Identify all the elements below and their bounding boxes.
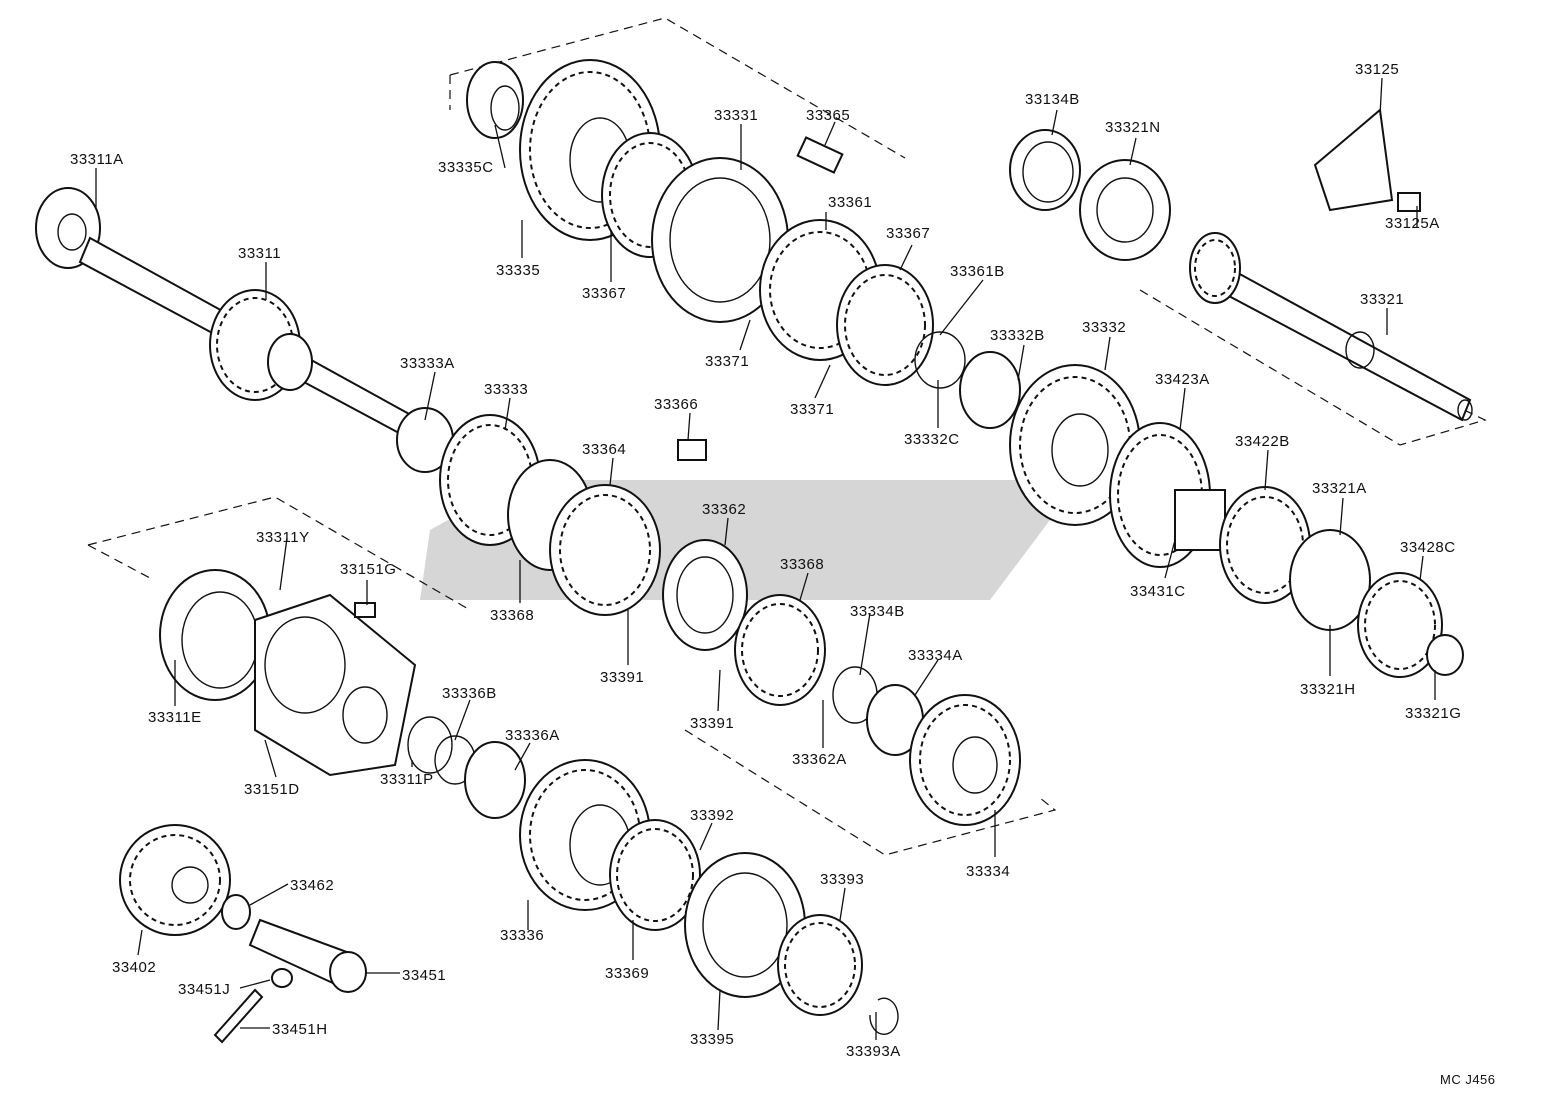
label-33431C: 33431C: [1130, 583, 1186, 600]
label-33362A: 33362A: [792, 751, 847, 768]
label-33125A: 33125A: [1385, 215, 1440, 232]
label-33366: 33366: [654, 396, 698, 413]
label-33311P: 33311P: [380, 771, 434, 788]
label-33334B: 33334B: [850, 603, 905, 620]
leader-lines: [95, 77, 1436, 1040]
lower-middle-cluster: [519, 759, 899, 1035]
label-33331: 33331: [714, 107, 758, 124]
label-33369: 33369: [605, 965, 649, 982]
label-33393: 33393: [820, 871, 864, 888]
label-33336: 33336: [500, 927, 544, 944]
label-33362: 33362: [702, 501, 746, 518]
label-33336B: 33336B: [442, 685, 497, 702]
label-33371: 33371: [705, 353, 749, 370]
reference-code: MC J456: [1440, 1072, 1496, 1087]
label-33361: 33361: [828, 194, 872, 211]
label-33365: 33365: [806, 107, 850, 124]
label-33321H: 33321H: [1300, 681, 1356, 698]
label-33395: 33395: [690, 1031, 734, 1048]
lower-left-cluster: [159, 569, 526, 819]
label-33332: 33332: [1082, 319, 1126, 336]
label-33393A: 33393A: [846, 1043, 901, 1060]
label-33321: 33321: [1360, 291, 1404, 308]
label-33361B: 33361B: [950, 263, 1005, 280]
label-33402: 33402: [112, 959, 156, 976]
label-33422B: 33422B: [1235, 433, 1290, 450]
label-33333A: 33333A: [400, 355, 455, 372]
input-shaft: [35, 187, 422, 442]
label-33368: 33368: [780, 556, 824, 573]
label-33364: 33364: [582, 441, 626, 458]
label-33134B: 33134B: [1025, 91, 1080, 108]
label-33311A: 33311A: [70, 151, 124, 168]
label-33367: 33367: [582, 285, 626, 302]
label-33311: 33311: [238, 245, 281, 262]
label-33151D: 33151D: [244, 781, 300, 798]
countershaft: [1189, 232, 1473, 422]
label-33311E: 33311E: [148, 709, 202, 726]
label-33451J: 33451J: [178, 981, 230, 998]
label-33333: 33333: [484, 381, 528, 398]
label-33428C: 33428C: [1400, 539, 1456, 556]
label-33371-b: 33371: [790, 401, 834, 418]
label-33367-b: 33367: [886, 225, 930, 242]
label-33391: 33391: [600, 669, 644, 686]
label-33334A: 33334A: [908, 647, 963, 664]
label-33332C: 33332C: [904, 431, 960, 448]
upper-gear-cluster: [466, 59, 966, 389]
label-33462: 33462: [290, 877, 334, 894]
label-33334: 33334: [966, 863, 1010, 880]
countershaft-gears: [959, 108, 1464, 678]
label-33321A: 33321A: [1312, 480, 1367, 497]
middle-gear-cluster: [396, 407, 1021, 826]
label-33336A: 33336A: [505, 727, 560, 744]
label-33332B: 33332B: [990, 327, 1045, 344]
label-33151G: 33151G: [340, 561, 396, 578]
part-labels: 33311A 33311 33333A 33333 33335C 33335 3…: [70, 61, 1496, 1087]
label-33125: 33125: [1355, 61, 1399, 78]
reverse-idler: [119, 824, 367, 1044]
label-33423A: 33423A: [1155, 371, 1210, 388]
label-33368-b: 33368: [490, 607, 534, 624]
label-33311Y: 33311Y: [256, 529, 310, 546]
label-33321G: 33321G: [1405, 705, 1461, 722]
label-33451H: 33451H: [272, 1021, 328, 1038]
label-33335C: 33335C: [438, 159, 494, 176]
group-outlines: [87, 17, 1487, 856]
label-33335: 33335: [496, 262, 540, 279]
label-33321N: 33321N: [1105, 119, 1161, 136]
label-33451: 33451: [402, 967, 446, 984]
label-33391-b: 33391: [690, 715, 734, 732]
label-33392: 33392: [690, 807, 734, 824]
